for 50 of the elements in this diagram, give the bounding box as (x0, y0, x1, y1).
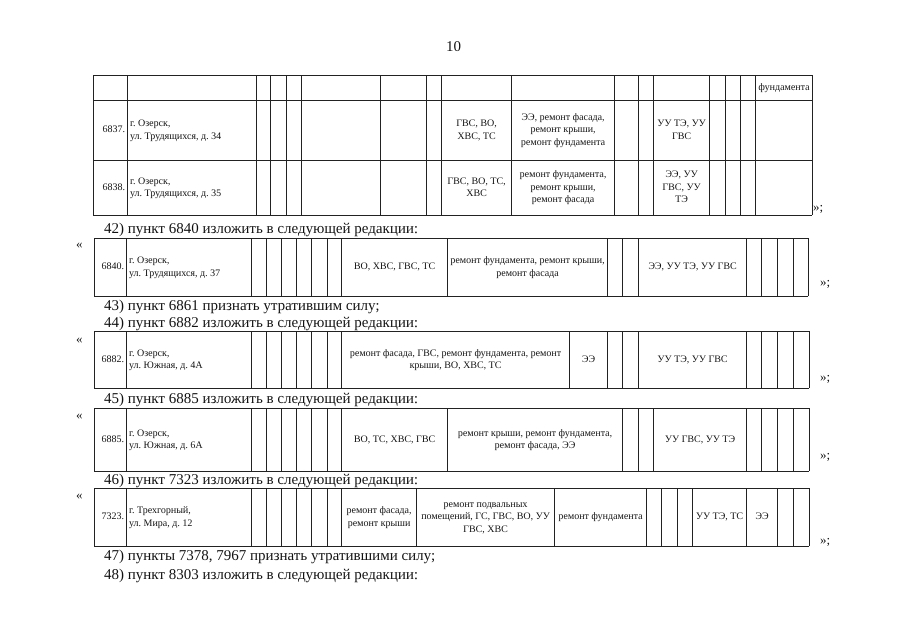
opening-quote: « (76, 488, 82, 501)
table-cell-text: ремонт фундамента (557, 510, 644, 524)
table-cell-text: ремонт подвальных помещений, ГС, ГВС, ВО, УУ ГВС, ХВС (420, 498, 551, 537)
table-cell-text: ЭЭ (754, 510, 770, 524)
table-cell-text: ремонт фундамента, ремонт крыши, ремонт фасада (518, 168, 608, 208)
table-cell-text: фундамента (757, 80, 811, 95)
paragraph: 42) пункт 6840 изложить в следующей редакции: (104, 222, 418, 237)
address-cell-text: г. Озерск, ул. Южная, д. 6А (128, 426, 204, 453)
table-cell-text: ЭЭ, УУ ТЭ, УУ ГВС (647, 260, 738, 274)
closing-quote: »; (813, 200, 824, 213)
table-cell-text: ремонт крыши, ремонт фундамента, ремонт фасада, ЭЭ (456, 426, 614, 453)
table-cell-text: ЭЭ (580, 352, 596, 367)
opening-quote: « (76, 408, 82, 421)
address-cell-text: г. Озерск, ул. Трудящихся, д. 37 (128, 254, 222, 280)
opening-quote: « (76, 237, 82, 250)
closing-quote: »; (820, 370, 830, 383)
item-number-cell-text: 6837. (102, 123, 126, 138)
table-cell-text: ГВС, ВО, ХВС, ТС (455, 117, 498, 144)
item-number-cell-text: 7323. (100, 510, 125, 524)
paragraph: 45) пункт 6885 изложить в следующей редакции: (104, 392, 418, 407)
closing-quote: »; (820, 448, 830, 461)
paragraph: 47) пункты 7378, 7967 признать утратившими силу; (104, 549, 436, 564)
table-cell-text: ВО, ТС, ХВС, ГВС (352, 432, 436, 447)
table-cell-text: ремонт фасада, ремонт крыши (346, 504, 412, 530)
table-cell-text: УУ ТЭ, ТС (694, 510, 744, 524)
item-number-cell-text: 6838. (102, 180, 126, 195)
address-cell-text: г. Озерск, ул. Трудящихся, д. 34 (129, 117, 222, 144)
opening-quote: « (76, 332, 82, 345)
table-cell-text: ВО, ХВС, ГВС, ТС (352, 260, 436, 274)
table-cell-text: УУ ГВС, УУ ТЭ (664, 432, 736, 447)
address-cell-text: г. Озерск, ул. Трудящихся, д. 35 (129, 174, 222, 201)
paragraph: 43) пункт 6861 признать утратившим силу; (104, 299, 380, 314)
table-cell-text: ремонт фундамента, ремонт крыши, ремонт фасада (449, 254, 606, 280)
page-number: 10 (446, 40, 461, 55)
item-number-cell-text: 6840. (100, 260, 125, 274)
paragraph: 44) пункт 6882 изложить в следующей редакции: (104, 316, 418, 331)
table-cell-text: УУ ТЭ, УУ ГВС (656, 117, 707, 144)
table-cell-text: ЭЭ, ремонт фасада, ремонт крыши, ремонт фундамента (520, 110, 606, 150)
table-cell-text: ГВС, ВО, ТС, ХВС (446, 174, 507, 201)
paragraph: 48) пункт 8303 изложить в следующей редакции: (104, 568, 418, 583)
paragraph: 46) пункт 7323 изложить в следующей редакции: (104, 473, 418, 488)
table-cell-text: ремонт фасада, ГВС, ремонт фундамента, ремонт крыши, ВО, ХВС, ТС (348, 346, 562, 373)
table-cell-text: ЭЭ, УУ ГВС, УУ ТЭ (661, 168, 702, 208)
closing-quote: »; (820, 533, 830, 546)
item-number-cell-text: 6882. (100, 352, 125, 367)
address-cell-text: г. Трехгорный, ул. Мира, д. 12 (128, 504, 194, 530)
closing-quote: »; (820, 275, 830, 288)
item-number-cell-text: 6885. (100, 432, 125, 447)
address-cell-text: г. Озерск, ул. Южная, д. 4А (128, 346, 204, 373)
table-cell-text: УУ ТЭ, УУ ГВС (656, 352, 729, 367)
